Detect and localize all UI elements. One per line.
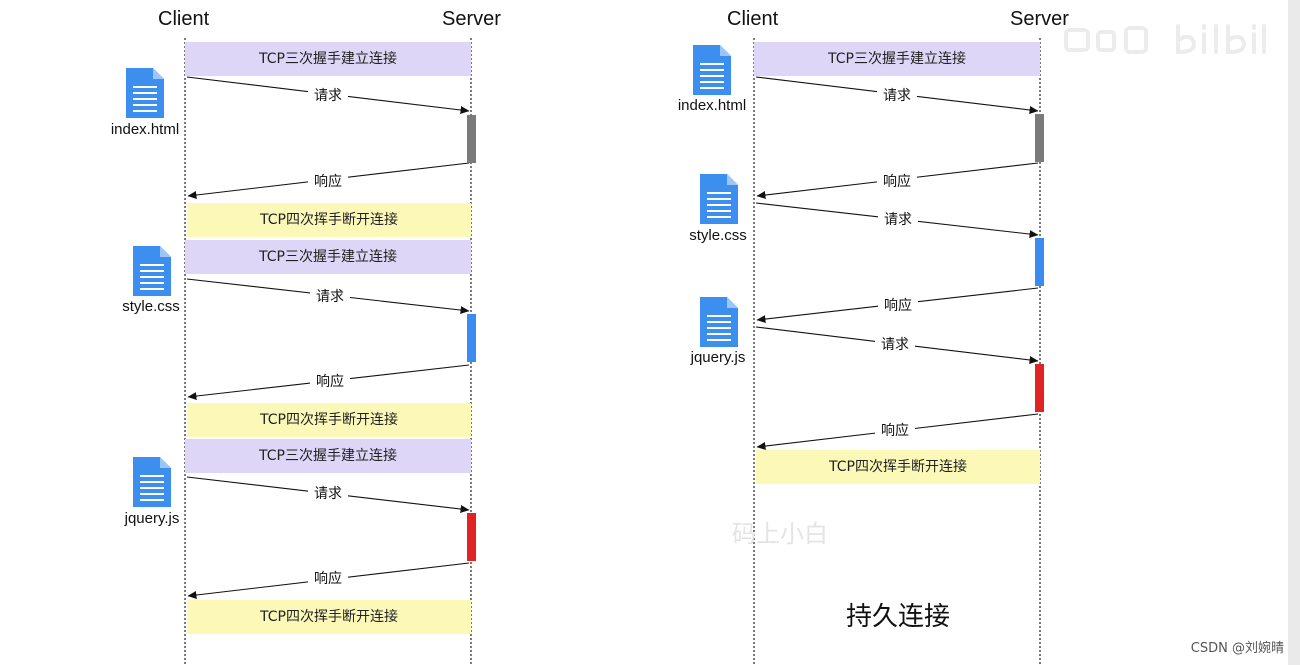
file-label-index-html: index.html: [677, 97, 747, 114]
document-icon: [700, 297, 738, 347]
tcp-close-band: TCP四次挥手断开连接: [187, 203, 471, 237]
request-label: 请求: [875, 334, 915, 354]
tcp-connect-band: TCP三次握手建立连接: [185, 240, 471, 274]
file-label-index-html: index.html: [110, 121, 180, 138]
document-icon: [700, 174, 738, 224]
document-icon: [133, 457, 171, 507]
document-icon: [133, 246, 171, 296]
tcp-close-band: TCP四次挥手断开连接: [756, 450, 1040, 484]
tcp-connect-band: TCP三次握手建立连接: [185, 439, 471, 473]
response-label: 响应: [308, 568, 348, 588]
response-label: 响应: [308, 171, 348, 191]
tcp-connect-band: TCP三次握手建立连接: [185, 42, 471, 76]
server-processing-bar: [1035, 364, 1044, 412]
server-processing-bar: [467, 513, 476, 561]
bilibili-logo: [1064, 24, 1266, 54]
server-processing-bar: [1035, 114, 1044, 162]
server-header: Server: [1010, 8, 1069, 30]
file-label-style-css: style.css: [122, 298, 180, 315]
document-icon: [126, 68, 164, 118]
tcp-close-band: TCP四次挥手断开连接: [187, 403, 471, 437]
file-label-jquery-js: jquery.js: [690, 349, 746, 366]
diagram-caption: 持久连接: [845, 602, 951, 632]
document-icon: [693, 45, 731, 95]
tcp-close-band: TCP四次挥手断开连接: [187, 600, 471, 634]
response-label: 响应: [878, 295, 918, 315]
server-processing-bar: [1035, 238, 1044, 286]
request-label: 请求: [308, 483, 348, 503]
request-label: 请求: [877, 85, 917, 105]
server-processing-bar: [467, 314, 476, 362]
tcp-connect-band: TCP三次握手建立连接: [754, 42, 1040, 76]
server-header: Server: [442, 8, 501, 30]
request-label: 请求: [308, 85, 348, 105]
footer-credit: CSDN @刘婉晴: [1190, 641, 1284, 656]
client-header: Client: [158, 8, 210, 30]
server-processing-bar: [467, 115, 476, 163]
request-label: 请求: [878, 209, 918, 229]
response-label: 响应: [875, 420, 915, 440]
client-header: Client: [727, 8, 779, 30]
response-label: 响应: [877, 171, 917, 191]
watermark-text: 码上小白: [732, 520, 828, 548]
file-label-jquery-js: jquery.js: [124, 510, 180, 527]
file-label-style-css: style.css: [689, 227, 747, 244]
scrollbar-strip: [1288, 0, 1300, 665]
request-label: 请求: [310, 286, 350, 306]
response-label: 响应: [310, 371, 350, 391]
